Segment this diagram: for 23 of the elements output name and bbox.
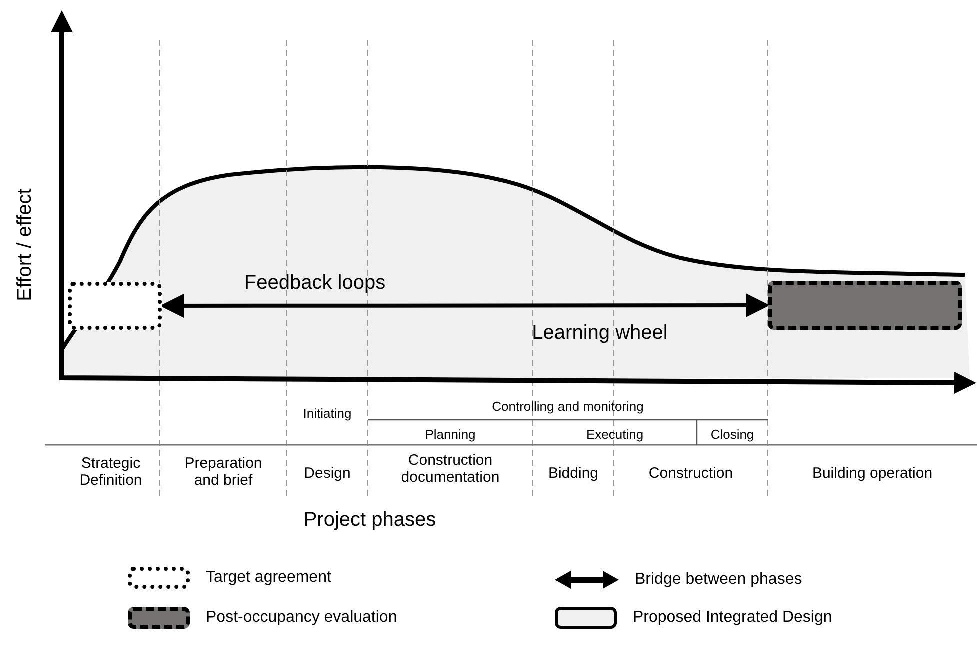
phase-label: Design [303, 464, 352, 484]
double-arrow [160, 294, 770, 318]
phase-label: Initiating [302, 405, 353, 423]
phase-label: Construction documentation [400, 452, 501, 486]
phase-label: Planning [424, 426, 477, 444]
legend-text: Bridge between phases [635, 570, 802, 590]
legend-text: Proposed Integrated Design [633, 608, 832, 628]
phase-label: Closing [710, 426, 756, 444]
target-agreement-box [68, 282, 162, 330]
legend-text: Post-occupancy evaluation [206, 608, 398, 628]
axis-title: Project phases [302, 508, 438, 533]
phase-label: Executing [585, 426, 645, 444]
evaluation-box [768, 281, 962, 330]
phase-label: Strategic Definition [78, 455, 144, 489]
phase-label: Building operation [811, 464, 934, 484]
phase-label: Learning wheel [531, 321, 669, 346]
legend-text: Target agreement [206, 568, 332, 588]
phase-label: Feedback loops [243, 271, 387, 296]
phase-label: Preparation and brief [184, 455, 264, 489]
phase-label: Construction [648, 464, 734, 484]
axis-label: Effort / effect [13, 188, 37, 304]
phase-label: Controlling and monitoring [491, 398, 645, 416]
phase-label: Bidding [547, 464, 600, 484]
